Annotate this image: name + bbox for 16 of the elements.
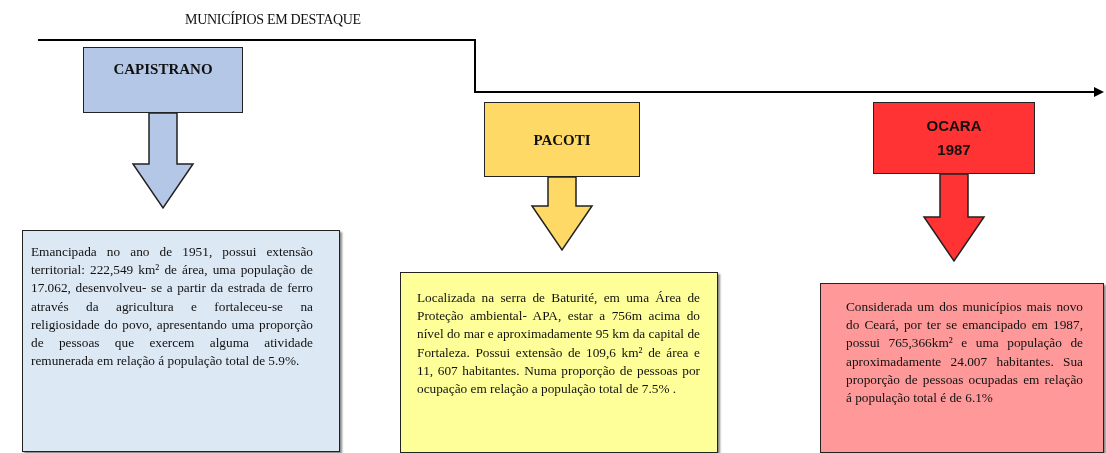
title-box <box>83 47 243 113</box>
description-box <box>22 230 340 452</box>
municipality-name: PACOTI <box>533 130 591 150</box>
description-text: Considerada um dos municípios mais novo do Ceará, por ter se emancipado em 1987, possui 765,366km² e uma população de aproximadamente 24.007 habitantes. Sua proporção de pessoas ocupadas em relação á população total é de 6.1% <box>846 298 1083 407</box>
diagram-title: MUNICÍPIOS EM DESTAQUE <box>185 12 361 28</box>
description-text: Emancipada no ano de 1951, possui extensão territorial: 222,549 km² de área, uma população de 17.062, desenvolveu- se a partir da estrada de ferro através da agricultura e fortaleceu-se na religiosidade do povo, apresentando uma proporção de pessoas que exercem alguma atividade remunerada em relação á população total de 5.9%. <box>31 243 313 371</box>
municipality-name: OCARA 1987 <box>925 116 983 160</box>
block-arrow <box>530 176 594 252</box>
municipality-name: CAPISTRANO <box>113 60 213 79</box>
description-text: Localizada na serra de Baturité, em uma Área de Proteção ambiental- APA, estar a 756m acima do nível do mar e aproximadamente 95 km da capital de Fortaleza. Possui extensão de 109,6 km² de área e 11, 607 habitantes. Numa proporção de pessoas por ocupação em relação a população total de 7.5% . <box>417 289 700 398</box>
block-arrow <box>131 112 195 210</box>
description-box <box>820 283 1104 453</box>
description-box <box>400 272 718 453</box>
title-box <box>484 102 640 177</box>
title-box <box>873 102 1035 174</box>
block-arrow <box>922 173 986 263</box>
